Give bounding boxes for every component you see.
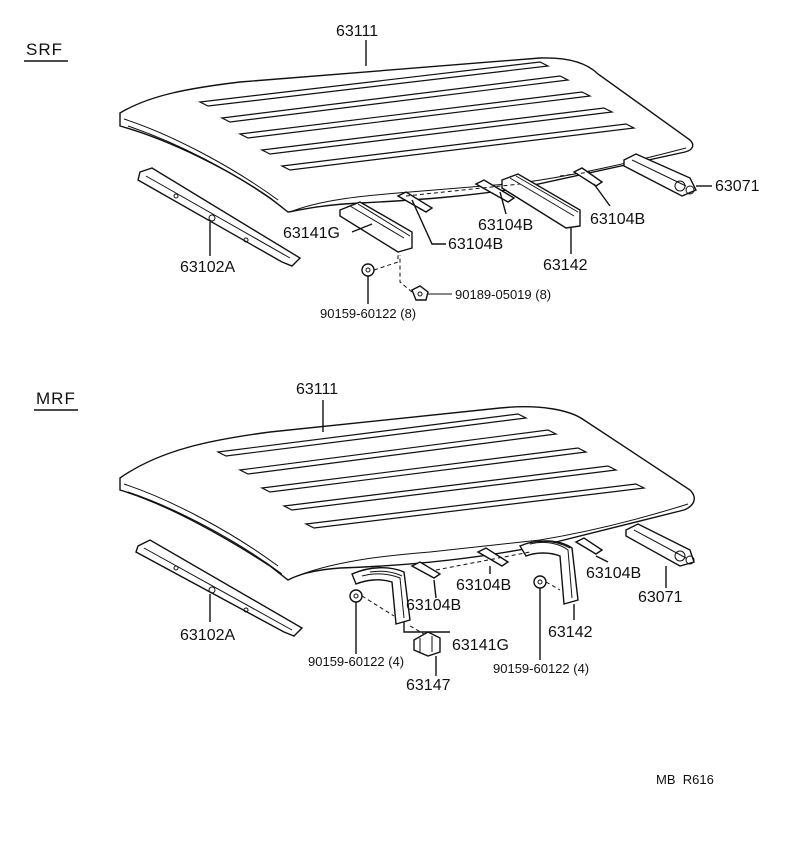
mrf-label-63102A: 63102A xyxy=(180,627,235,644)
mrf-roof-ribs xyxy=(215,413,647,529)
mrf-bolt-right xyxy=(533,575,547,589)
mrf-leader-63104B-a xyxy=(433,579,437,599)
srf-bow-small-3 xyxy=(572,167,604,187)
mrf-label-63104B-b: 63104B xyxy=(456,577,511,594)
srf-label-63071: 63071 xyxy=(715,178,760,195)
srf-label-63141G: 63141G xyxy=(283,225,340,242)
srf-bow-small-2 xyxy=(474,179,516,203)
mrf-label-bolt-right: 90159-60122 (4) xyxy=(493,661,589,676)
mrf-dash-bolt-right xyxy=(545,581,561,591)
srf-roof-ribs xyxy=(197,61,637,171)
srf-title: SRF xyxy=(26,40,63,59)
srf-section: SRF xyxy=(24,23,760,321)
diagram-reference-code: MB R616 xyxy=(656,772,714,787)
srf-front-rail xyxy=(137,167,302,267)
srf-bow-small-1 xyxy=(396,191,434,213)
mrf-bow-front xyxy=(351,567,411,625)
mrf-title: MRF xyxy=(36,389,76,408)
srf-dash-nut xyxy=(399,255,413,293)
srf-leader-63104B-a xyxy=(411,199,446,245)
mrf-bow-small-3 xyxy=(574,537,604,555)
mrf-label-bolt-left: 90159-60122 (4) xyxy=(308,654,404,669)
srf-dash-bows xyxy=(405,183,521,197)
mrf-label-63104B-c: 63104B xyxy=(586,565,641,582)
srf-rear-rail xyxy=(623,153,697,197)
mrf-label-63104B-a: 63104B xyxy=(406,597,461,614)
srf-bow-rear-reinf xyxy=(501,173,581,229)
mrf-leader-63141G xyxy=(403,622,450,633)
srf-leader-63104B-b xyxy=(499,191,507,215)
mrf-dash-bows xyxy=(435,551,531,571)
mrf-front-rail xyxy=(135,539,304,637)
srf-label-63104B-b: 63104B xyxy=(478,217,533,234)
mrf-roof-panel xyxy=(119,406,695,581)
srf-label-bolt: 90159-60122 (8) xyxy=(320,306,416,321)
mrf-dash-bracket xyxy=(409,625,425,635)
mrf-bow-small-1 xyxy=(410,561,442,579)
mrf-label-63071: 63071 xyxy=(638,589,683,606)
mrf-bow-rear-reinf xyxy=(518,540,579,605)
srf-label-63111: 63111 xyxy=(336,23,378,40)
srf-label-nut: 90189-05019 (8) xyxy=(455,287,551,302)
srf-leader-63104B-c xyxy=(593,183,611,207)
mrf-bracket xyxy=(413,631,441,657)
mrf-label-63142: 63142 xyxy=(548,624,593,641)
mrf-rear-rail xyxy=(625,523,695,567)
srf-label-63102A: 63102A xyxy=(180,259,235,276)
mrf-bolt-left xyxy=(349,589,363,603)
srf-bow-front xyxy=(339,201,413,253)
srf-dash-bows-2 xyxy=(559,171,591,177)
srf-dash-bolt xyxy=(373,252,399,271)
srf-label-63142: 63142 xyxy=(543,257,588,274)
srf-roof-panel xyxy=(119,57,694,213)
mrf-dash-bolt-left xyxy=(361,595,395,617)
srf-bolt xyxy=(361,263,375,277)
srf-leader-63141G xyxy=(351,223,373,233)
srf-nut xyxy=(411,285,429,301)
mrf-section: MRF xyxy=(34,381,695,694)
srf-label-63104B-a: 63104B xyxy=(448,236,503,253)
mrf-label-63141G: 63141G xyxy=(452,637,509,654)
mrf-label-63111: 63111 xyxy=(296,381,338,398)
mrf-bow-small-2 xyxy=(476,547,510,567)
mrf-label-63147: 63147 xyxy=(406,677,451,694)
mrf-leader-63104B-c xyxy=(595,555,609,563)
srf-label-63104B-c: 63104B xyxy=(590,211,645,228)
